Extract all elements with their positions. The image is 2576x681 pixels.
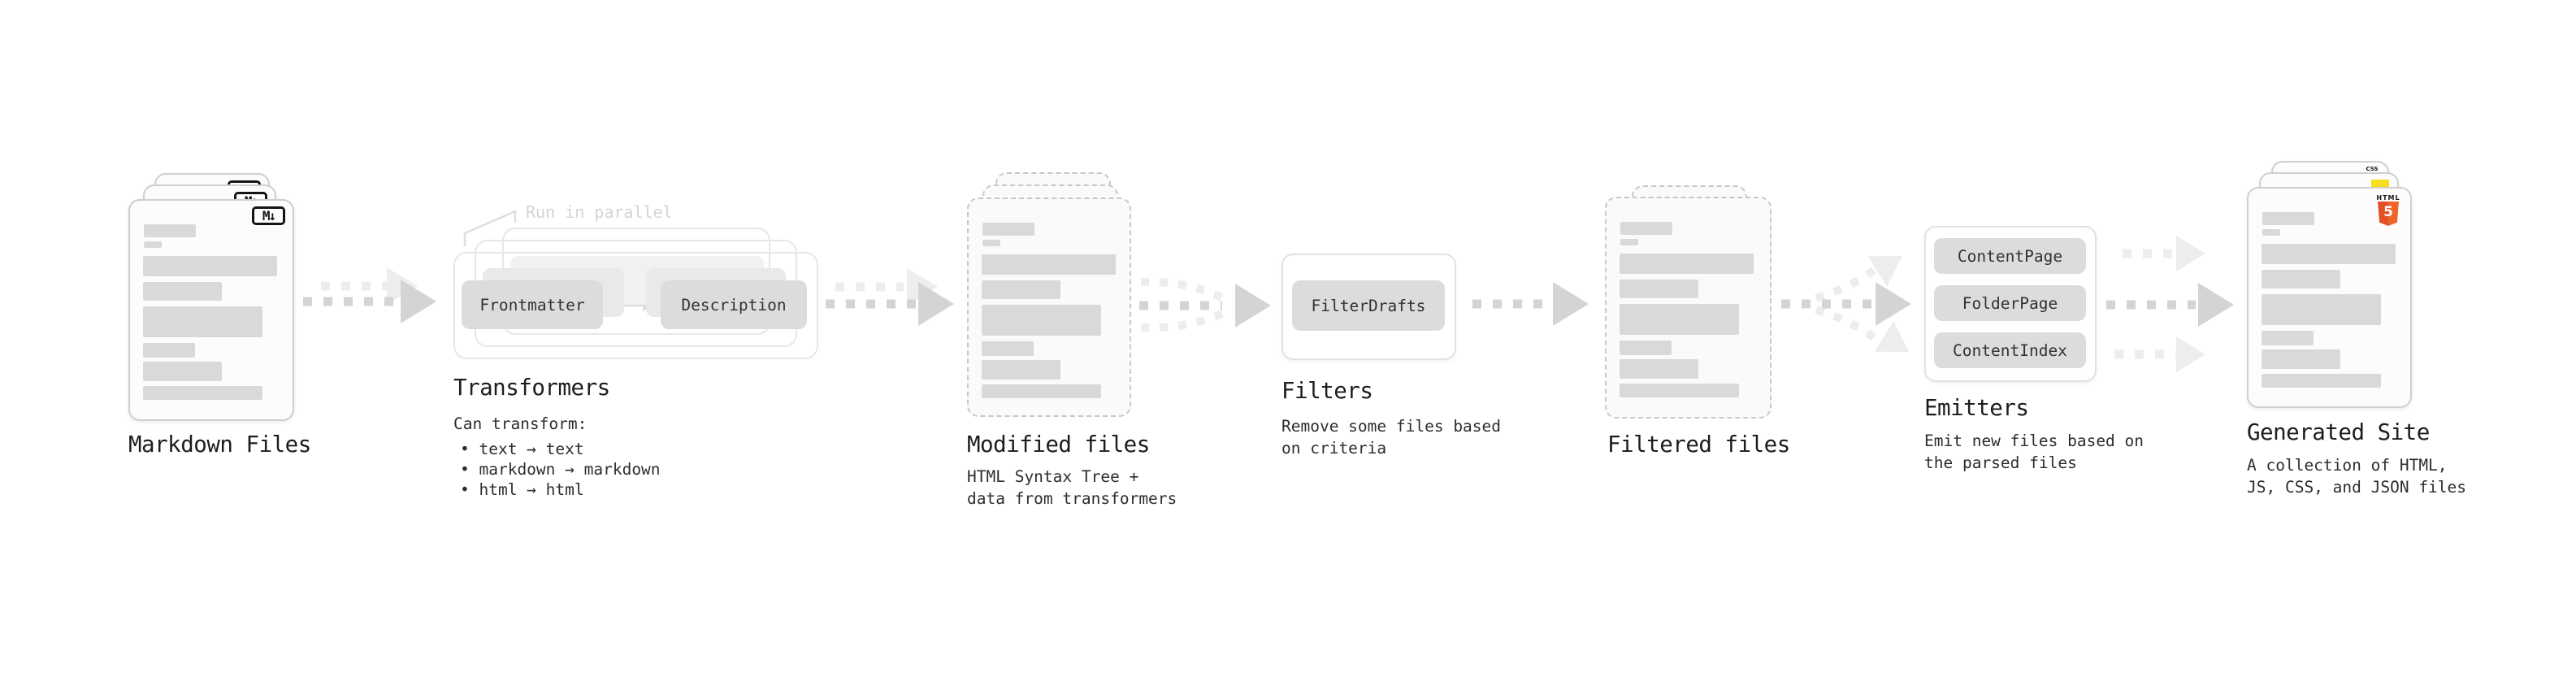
arrow-filters-to-filtered [1472, 282, 1589, 326]
arrow-transformers-to-modified [826, 268, 954, 326]
arrow-emitters-to-site [2106, 236, 2234, 372]
arrow-filtered-to-emitters-diverge [1781, 256, 1911, 352]
arrow-markdown-to-transformers [303, 267, 436, 323]
arrow-modified-to-filters-converge [1139, 277, 1271, 332]
arrows-frontmatter-to-description [615, 275, 653, 311]
run-in-parallel-leader-line [463, 210, 517, 246]
